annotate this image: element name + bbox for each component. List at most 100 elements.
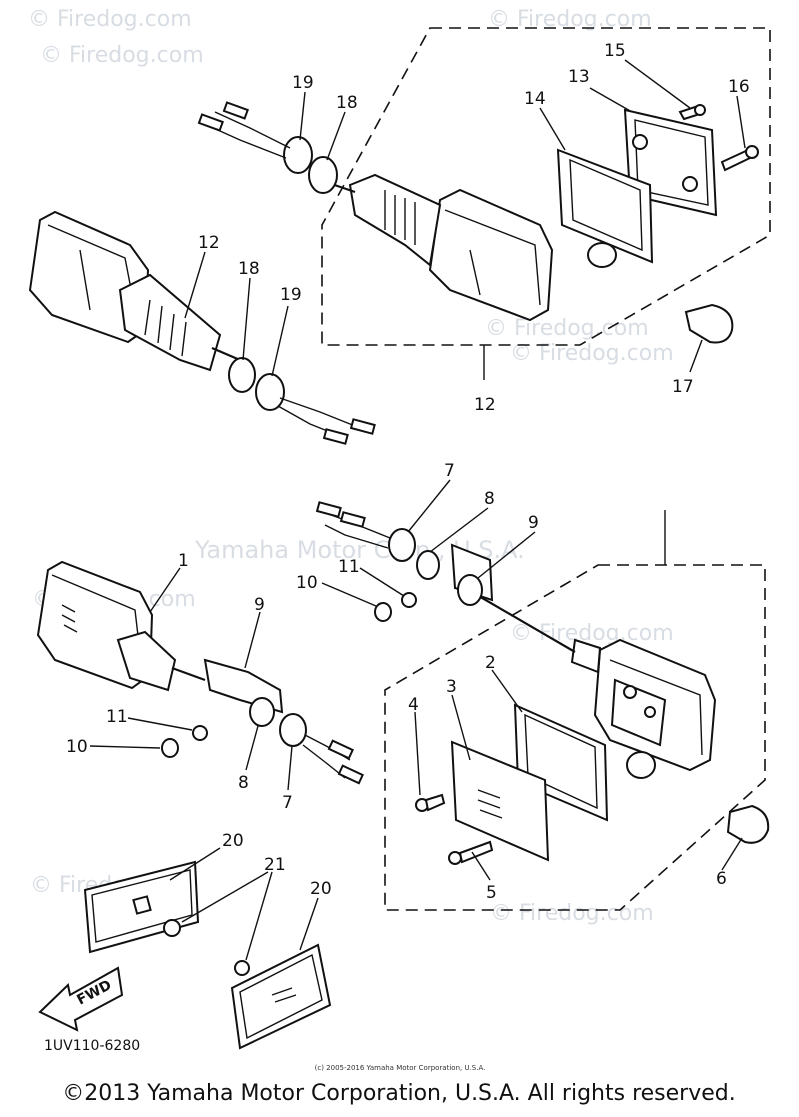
leader-line xyxy=(242,277,251,361)
part-number: 20 xyxy=(310,879,332,899)
part-number: 11 xyxy=(338,557,360,577)
part-number: 7 xyxy=(282,793,293,813)
grommet xyxy=(228,357,256,393)
part-number: 10 xyxy=(66,737,88,757)
part-number: 12 xyxy=(198,233,220,253)
leader-line xyxy=(271,305,289,377)
leader-line xyxy=(245,871,273,961)
part-number: 2 xyxy=(485,653,496,673)
washer xyxy=(249,697,275,727)
screw xyxy=(415,793,446,812)
reflector xyxy=(230,943,332,1050)
bulb xyxy=(726,804,770,844)
grommet xyxy=(279,713,307,747)
leader-line xyxy=(244,611,261,669)
part-number: 14 xyxy=(524,89,546,109)
leader-line xyxy=(407,479,451,533)
leader-line xyxy=(89,745,161,749)
leader-line xyxy=(491,669,523,713)
diagram-code: 1UV110-6280 xyxy=(44,1038,140,1054)
part-number: 12 xyxy=(474,395,496,415)
part-number: 21 xyxy=(264,855,286,875)
washer xyxy=(192,725,208,741)
part-number: 19 xyxy=(292,73,314,93)
assembly-boundary-top xyxy=(321,27,771,346)
leader-line xyxy=(169,847,221,881)
wire-connector xyxy=(327,739,354,760)
grommet xyxy=(283,136,313,174)
leader-line xyxy=(287,745,293,791)
leader-line xyxy=(624,59,691,109)
wire-connector xyxy=(197,113,224,132)
part-number: 7 xyxy=(444,461,455,481)
grommet xyxy=(388,528,416,562)
wire-connector xyxy=(315,501,342,518)
part-number: 18 xyxy=(238,259,260,279)
leader-line xyxy=(359,567,405,597)
part-number: 8 xyxy=(238,773,249,793)
gasket xyxy=(556,148,654,264)
part-number: 11 xyxy=(106,707,128,727)
watermark-text: © Firedog.com xyxy=(510,621,674,646)
part-number: 8 xyxy=(484,489,495,509)
watermark-text: © Firedog.com xyxy=(40,43,204,68)
leader-line xyxy=(414,711,421,796)
leader-line xyxy=(539,107,566,151)
bolt-head xyxy=(374,602,392,622)
part-number: 19 xyxy=(280,285,302,305)
leader-line xyxy=(477,531,536,579)
turn-signal-body xyxy=(28,210,241,372)
leader-line xyxy=(184,251,206,319)
grommet xyxy=(255,373,285,411)
leader-line xyxy=(689,339,703,373)
part-number: 10 xyxy=(296,573,318,593)
part-number: 17 xyxy=(672,377,694,397)
assembly-boundary-bottom xyxy=(384,564,766,911)
part-number: 3 xyxy=(446,677,457,697)
wire-lead xyxy=(277,397,361,439)
part-number: 4 xyxy=(408,695,419,715)
leader-line xyxy=(299,897,319,951)
part-number: 15 xyxy=(604,41,626,61)
bulb xyxy=(587,242,617,268)
bolt-head xyxy=(161,738,179,758)
leader-line xyxy=(245,725,259,771)
wire-connector xyxy=(222,101,249,120)
washer xyxy=(457,574,483,606)
watermark-text: © Firedog.com xyxy=(28,7,192,32)
part-number: 13 xyxy=(568,67,590,87)
watermark-text: © Firedog.com xyxy=(510,341,674,366)
bulb xyxy=(626,751,656,779)
fwd-arrow-icon xyxy=(38,966,124,1032)
leader-line xyxy=(181,871,269,923)
screw xyxy=(678,104,706,121)
wire-connector xyxy=(322,428,349,445)
leader-line xyxy=(321,582,377,607)
leader-line xyxy=(451,694,471,761)
nut xyxy=(163,919,181,937)
leader-line xyxy=(127,717,193,731)
leader-line xyxy=(736,95,746,149)
nut xyxy=(234,960,250,976)
part-number: 9 xyxy=(528,513,539,533)
leader-line xyxy=(429,507,489,553)
turn-signal-body xyxy=(464,587,717,772)
leader-line xyxy=(299,91,306,141)
wire-connector xyxy=(349,418,376,435)
part-number: 16 xyxy=(728,77,750,97)
leader-line xyxy=(589,87,633,113)
screw xyxy=(720,145,759,172)
leader-line xyxy=(149,567,181,613)
copyright-notice: ©2013 Yamaha Motor Corporation, U.S.A. A… xyxy=(62,1081,735,1106)
part-number: 20 xyxy=(222,831,244,851)
screw xyxy=(448,840,494,865)
bulb xyxy=(684,303,734,344)
turn-signal-body xyxy=(36,560,206,692)
part-number: 6 xyxy=(716,869,727,889)
leader-line xyxy=(721,837,743,871)
part-number: 1 xyxy=(178,551,189,571)
wire-connector xyxy=(337,764,364,785)
part-number: 18 xyxy=(336,93,358,113)
part-number: 5 xyxy=(486,883,497,903)
